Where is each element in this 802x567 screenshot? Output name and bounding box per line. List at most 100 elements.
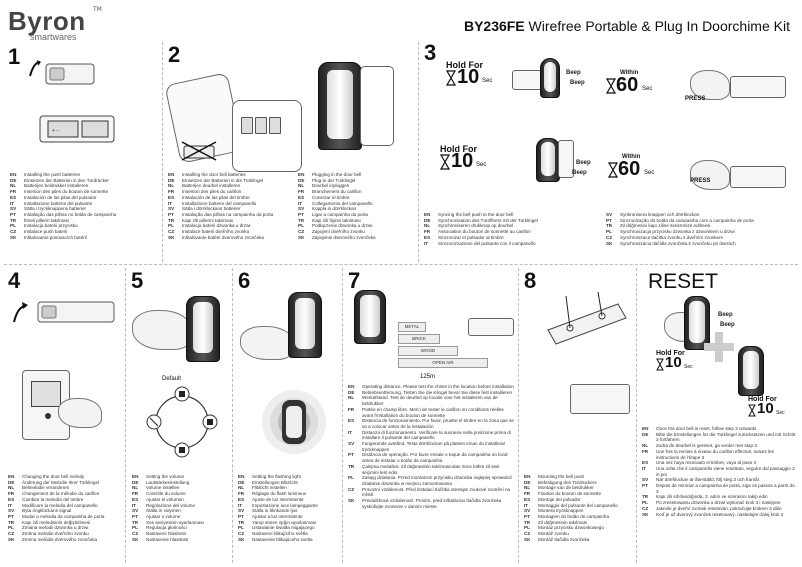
instruction-text: Depois de reiniciar a campainha de porta… [656, 483, 795, 494]
language-code: TR [348, 463, 355, 469]
step5-volume-cycle-diagram [146, 386, 218, 458]
instruction-text: Einstellungen Blitzlicht [252, 479, 298, 485]
step3-sec-unit-4: Sec [644, 170, 655, 176]
instruction-text: Volume instellen [146, 485, 180, 491]
instruction-text: Montaje del pulsador [538, 496, 581, 502]
instruction-text: Modificare la melodia del campanello [22, 502, 98, 508]
language-code: DE [642, 431, 649, 437]
language-code: SV [348, 441, 355, 447]
instruction-text: Nastavenie blikajúceho svetla [252, 536, 313, 542]
trademark-mark: TM [93, 6, 102, 13]
language-code: FR [238, 491, 245, 497]
divider-h [4, 264, 798, 265]
instruction-text: Sincronizar el pulsador al timbre [438, 234, 504, 240]
reset-sec-unit-2: Sec [776, 410, 785, 416]
instruction-text: Ajuste de luz intermitente [252, 496, 304, 502]
language-code: TR [10, 217, 17, 223]
language-code: ES [132, 496, 139, 502]
language-code: EN [348, 384, 355, 389]
instruction-text: Synchronizace tlačítka zvonku s dveřním … [620, 234, 723, 240]
instruction-text: Insertion des piles du carillon [182, 189, 242, 195]
instruction-text: Distanza di funzionamento. Verificare la… [362, 429, 511, 441]
language-code: EN [238, 474, 245, 479]
step-number-6: 6 [238, 268, 251, 293]
hourglass-icon [748, 404, 756, 417]
hourglass-icon [440, 154, 450, 170]
instruction-text: Réglage du flash lumineux [252, 491, 307, 497]
instruction-text: Kapı zili pillerini takılması [182, 217, 234, 223]
language-code: ES [298, 194, 305, 200]
instruction-text: Zapojení dveřního zvonku [312, 229, 365, 235]
hourglass-icon [608, 162, 618, 178]
language-code: PT [168, 211, 174, 217]
language-code: CZ [132, 531, 139, 537]
instruction-text: Ses seviyesinin ayarlanması [146, 519, 204, 525]
instruction-text: Montera tryckknappen [538, 508, 584, 514]
step8-mounting-illustration [547, 291, 627, 345]
language-code: SK [8, 536, 15, 542]
model-number: BY236FE [463, 18, 525, 34]
instruction-text: Ajustar a luz intermitente [252, 513, 303, 519]
instruction-text: Distancia de funcionamiento. Por favor, … [362, 418, 514, 429]
step5-default-label: Default [162, 376, 182, 382]
instruction-text: Synchronizacja przycisku dzwonka z dzwon… [620, 229, 735, 235]
instruction-text: Zodra de deurbel is gereset, ga verder m… [656, 443, 757, 449]
step7-chime [354, 290, 386, 344]
instruction-text: Inštalovanie posúvacích batérií [24, 234, 88, 240]
language-code: SV [132, 508, 139, 514]
language-code: TR [132, 519, 139, 525]
instruction-text: Plug-in der Türklingel [312, 177, 356, 183]
language-code: PT [642, 483, 648, 489]
language-code: ES [238, 496, 245, 502]
language-code: IT [132, 502, 137, 508]
language-code: ES [642, 460, 649, 466]
instruction-text: Synchronizácia tlačidla zvončeka k zvonč… [620, 240, 736, 246]
material-bar-open-air: OPEN AIR [398, 358, 488, 368]
step3-socket-2 [558, 140, 574, 178]
language-code: NL [8, 485, 15, 491]
instruction-text: Instalação das pilhas na campainha da po… [182, 211, 274, 217]
step3-beep-1: Beep [566, 70, 581, 76]
language-code: IT [348, 429, 353, 435]
instruction-row-tr: TR Ses seviyesinin ayarlanması [132, 520, 230, 526]
instruction-text: Nastavení hlasitosti [146, 531, 186, 537]
step3-push-device [730, 76, 786, 98]
language-code: CZ [238, 531, 245, 537]
step3-hand-press [690, 70, 730, 100]
language-code: PT [10, 211, 16, 217]
language-code: IT [238, 502, 243, 508]
instruction-text: Une fois la remise à niveau du carillon … [656, 448, 774, 460]
language-code: NL [424, 223, 431, 229]
divider-v2 [418, 42, 419, 262]
